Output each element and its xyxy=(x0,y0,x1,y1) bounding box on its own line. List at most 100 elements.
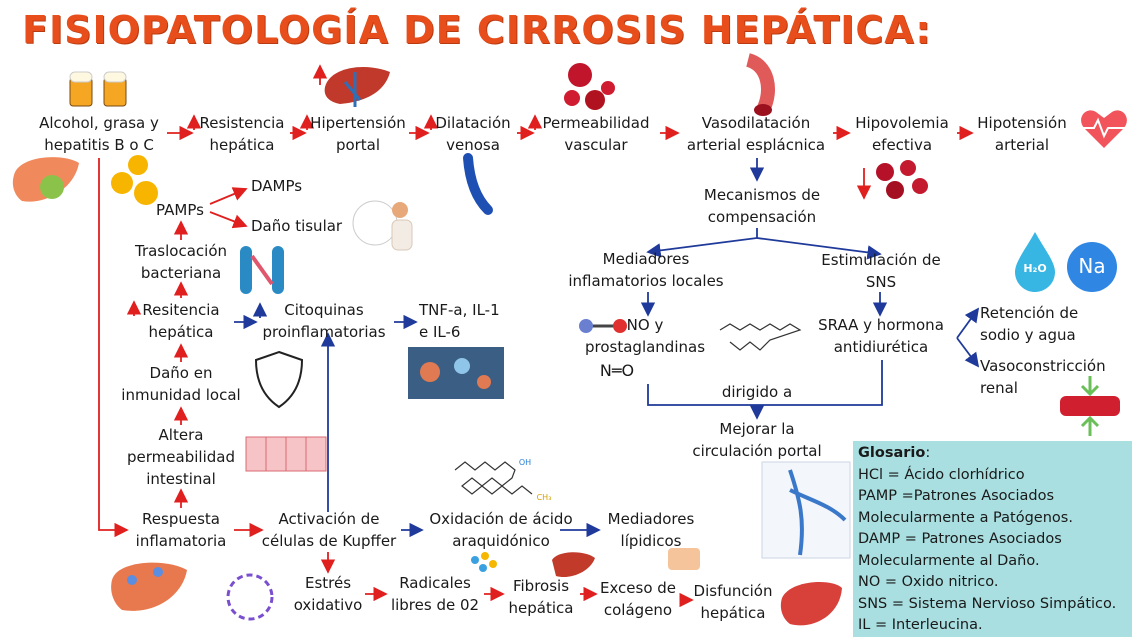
glossary-line: IL = Interleucina. xyxy=(858,617,983,633)
node-traslocacion-line1: Traslocación xyxy=(134,242,228,260)
ch3-label: CH₃ xyxy=(536,493,552,502)
node-retencion: Retención de sodio y agua xyxy=(980,302,1078,346)
liver-bacteria-icon xyxy=(111,562,187,611)
node-altera-line3: intestinal xyxy=(146,470,216,488)
node-oxidacion: Oxidación de ácido araquidónico xyxy=(429,508,572,552)
node-hipertension-line2: portal xyxy=(335,136,381,154)
node-altera-line1: Altera xyxy=(158,426,204,444)
node-resistencia: Resistencia hepática xyxy=(200,112,285,156)
node-citoquinas-line1: Citoquinas xyxy=(284,301,364,319)
node-estres: Estrés oxidativo xyxy=(294,572,363,616)
glossary-heading: Glosario xyxy=(858,445,926,461)
node-radicales-line1: Radicales xyxy=(399,574,471,592)
node-citoquinas-line2: proinflamatorias xyxy=(262,323,386,341)
node-permeabilidad-line1: Permeabilidad xyxy=(542,114,650,132)
vasoconstriction-icon xyxy=(1060,376,1120,436)
node-activacion-line1: Activación de xyxy=(278,510,380,528)
node-pamps: PAMPs xyxy=(156,201,204,219)
node-hipotension: Hipotensión arterial xyxy=(977,112,1066,156)
node-mediadores-lip-line2: lípidicos xyxy=(620,532,682,550)
beer-icon xyxy=(69,71,127,107)
node-vasoconstriccion: Vasoconstricción renal xyxy=(980,355,1106,399)
node-altera: Altera permeabilidad intestinal xyxy=(127,424,235,490)
node-dirigido: dirigido a xyxy=(721,383,793,401)
node-resitencia2-line1: Resitencia xyxy=(142,301,220,319)
glossary-line: SNS = Sistema Nervioso Simpático. xyxy=(858,595,1117,612)
node-hipotension-line1: Hipotensión xyxy=(977,114,1067,132)
node-no-prostaglandinas: NO y prostaglandinas xyxy=(585,314,705,358)
node-vasodilatacion-line1: Vasodilatación xyxy=(701,114,811,132)
node-tnf-line1: TNF-a, IL-1 xyxy=(419,301,500,319)
node-mecanismos-line1: Mecanismos de xyxy=(703,186,821,204)
node-vasoconstriccion-line2: renal xyxy=(980,379,1018,397)
node-traslocacion: Traslocación bacteriana xyxy=(135,240,227,284)
node-exceso-line1: Exceso de xyxy=(599,579,677,597)
node-hipovolemia: Hipovolemia efectiva xyxy=(855,112,949,156)
sick-liver-icon xyxy=(780,582,842,626)
node-dano-inmunidad-line1: Daño en xyxy=(149,364,213,382)
no-formula: N═O xyxy=(599,361,635,380)
node-oxidacion-line1: Oxidación de ácido xyxy=(429,510,573,528)
glossary-colon: : xyxy=(925,445,931,461)
node-estres-line1: Estrés xyxy=(304,574,352,592)
intestinal-cells-icon xyxy=(245,436,327,472)
node-vasoconstriccion-line1: Vasoconstricción xyxy=(980,357,1106,375)
node-exceso: Exceso de colágeno xyxy=(600,577,676,621)
node-hipovolemia-line2: efectiva xyxy=(871,136,933,154)
node-disfuncion-line2: hepática xyxy=(700,604,766,622)
oxidative-stress-icon xyxy=(226,573,274,621)
sodium-icon xyxy=(1067,242,1117,292)
node-mecanismos-line2: compensación xyxy=(707,208,817,226)
node-retencion-line2: sodio y agua xyxy=(980,326,1076,344)
arachidonic-acid-structure xyxy=(454,461,533,495)
node-vasodilatacion: Vasodilatación arterial esplácnica xyxy=(687,112,825,156)
node-permeabilidad-line2: vascular xyxy=(564,136,628,154)
node-citoquinas: Citoquinas proinflamatorias xyxy=(262,299,385,343)
glossary-line: DAMP = Patrones Asociados xyxy=(858,531,1062,547)
node-radicales-line2: libres de 02 xyxy=(390,596,480,614)
blood-vessel-icon xyxy=(745,53,775,116)
node-activacion: Activación de células de Kupffer xyxy=(262,508,396,552)
node-alcohol: Alcohol, grasa y hepatitis B o C xyxy=(39,112,159,156)
node-resitencia2-line2: hepática xyxy=(148,323,214,341)
h2o-label: H₂O xyxy=(1023,262,1047,275)
glossary-line: Molecularmente al Daño. xyxy=(858,552,1040,569)
node-alcohol-line1: Alcohol, grasa y xyxy=(39,114,159,132)
node-alcohol-line2: hepatitis B o C xyxy=(44,136,154,154)
node-fibrosis-line1: Fibrosis xyxy=(512,577,570,595)
glossary-line: NO = Oxido nitrico. xyxy=(858,574,999,590)
node-damps: DAMPs xyxy=(251,177,303,195)
node-respuesta-line2: inflamatoria xyxy=(135,532,227,550)
node-hipotension-line2: arterial xyxy=(994,136,1050,154)
collagen-icon xyxy=(668,548,700,570)
node-altera-line2: permeabilidad xyxy=(127,448,235,466)
glossary-line: Molecularmente a Patógenos. xyxy=(858,509,1073,526)
oh-label: OH xyxy=(518,458,532,467)
node-permeabilidad: Permeabilidad vascular xyxy=(543,112,650,156)
red-blood-cells-icon xyxy=(876,160,928,199)
node-retencion-line1: Retención de xyxy=(980,304,1079,322)
heart-icon xyxy=(1080,110,1128,148)
node-fibrosis: Fibrosis hepática xyxy=(509,575,574,619)
vein-icon xyxy=(463,153,493,215)
page-title: FISIOPATOLOGÍA DE CIRROSIS HEPÁTICA: xyxy=(22,8,932,52)
glossary-line: HCl = Ácido clorhídrico xyxy=(858,466,1025,483)
node-resistencia-line2: hepática xyxy=(209,136,275,154)
glossary-line: PAMP =Patrones Asociados xyxy=(858,488,1055,504)
node-estimulacion-sns: Estimulación de SNS xyxy=(821,249,940,293)
blood-cells-icon xyxy=(564,63,615,110)
node-resistencia-line1: Resistencia xyxy=(199,114,285,132)
node-mediadores-lipidicos: Mediadores lípidicos xyxy=(608,508,695,552)
node-sraa: SRAA y hormona antidiurética xyxy=(818,314,944,358)
node-dano-inmunidad-line2: inmunidad local xyxy=(121,386,241,404)
node-mejorar-line2: circulación portal xyxy=(692,442,822,460)
node-mediadores-inf-line2: inflamatorios locales xyxy=(568,272,724,290)
node-dilatacion-line2: venosa xyxy=(446,136,500,154)
immune-shield-icon xyxy=(254,350,304,409)
node-sraa-line2: antidiurética xyxy=(833,338,929,356)
node-hipovolemia-line1: Hipovolemia xyxy=(855,114,949,132)
node-estimulacion-line1: Estimulación de xyxy=(821,251,941,269)
node-no-prost-line2: prostaglandinas xyxy=(584,338,706,356)
node-activacion-line2: células de Kupffer xyxy=(261,532,397,550)
liver-virus-icon xyxy=(12,157,80,202)
